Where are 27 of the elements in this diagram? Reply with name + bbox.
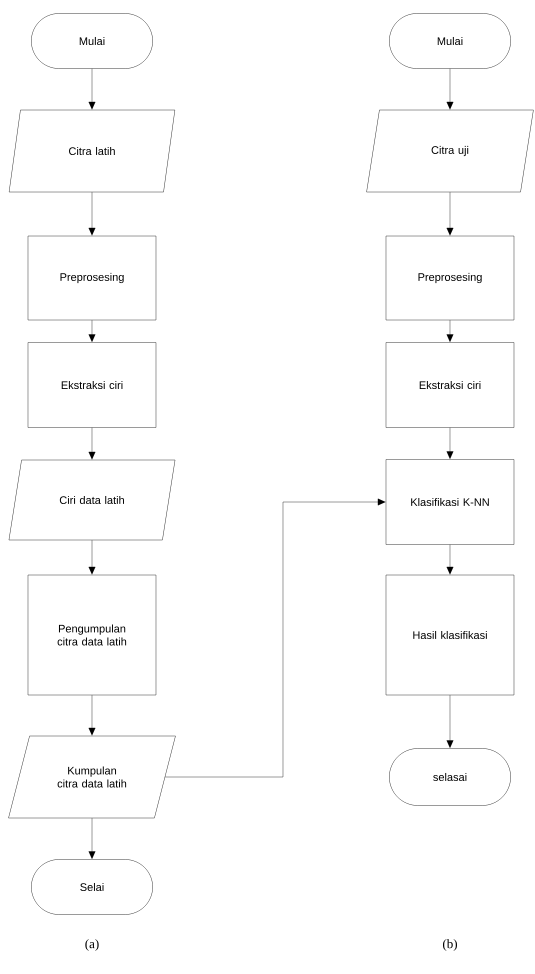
process-box: Ekstraksi ciri — [386, 342, 514, 428]
process-box: Preprosesing — [28, 236, 156, 320]
input-output-parallelogram: Citra latih — [8, 110, 176, 192]
arrow — [446, 428, 454, 459]
process-box: Pengumpulan citra data latih — [28, 574, 156, 696]
panel-label: (b) — [442, 939, 457, 951]
arrow — [88, 192, 96, 236]
input-output-parallelogram: Ciri data latih — [8, 460, 176, 540]
arrow — [446, 695, 454, 748]
process-box: Preprosesing — [386, 236, 514, 320]
arrow — [88, 320, 96, 342]
arrow — [446, 68, 454, 110]
arrow — [88, 428, 96, 460]
input-output-parallelogram: Kumpulan citra data latih — [8, 736, 176, 818]
arrow — [446, 320, 454, 342]
arrow — [164, 498, 386, 778]
arrow — [88, 818, 96, 859]
arrow — [446, 544, 454, 574]
arrow — [88, 695, 96, 736]
process-box: Hasil klasifikasi — [386, 574, 514, 696]
arrow — [88, 540, 96, 574]
arrow — [88, 68, 96, 110]
process-box: Klasifikasi K-NN — [386, 459, 514, 545]
input-output-parallelogram: Citra uji — [366, 110, 534, 192]
process-box: Ekstraksi ciri — [28, 342, 156, 428]
panel-label: (a) — [85, 939, 99, 951]
arrow — [446, 192, 454, 236]
